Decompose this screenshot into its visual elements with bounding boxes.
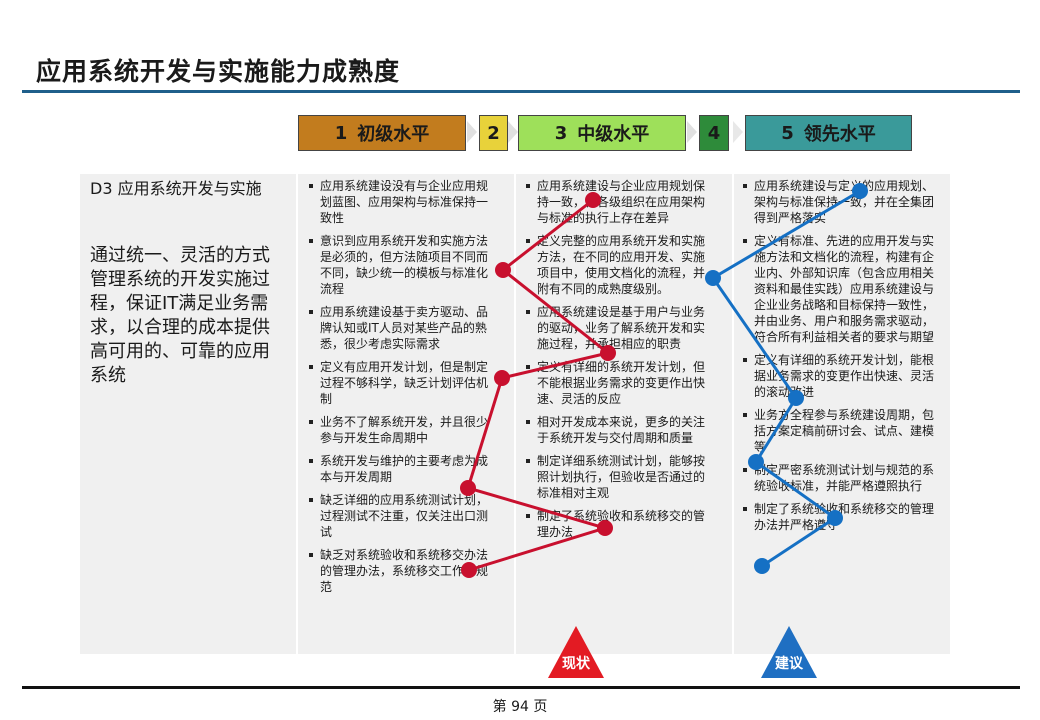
level-3-label: 中级水平 [577, 124, 650, 145]
page-title: 应用系统开发与实施能力成熟度 [36, 57, 401, 86]
current-point [494, 370, 510, 386]
recommended-point [705, 270, 721, 286]
recommended-point [788, 390, 804, 406]
recommended-profile-points [705, 183, 868, 574]
recommended-point [827, 510, 843, 526]
level-1-panel [298, 174, 514, 654]
level-arrow [687, 121, 697, 143]
current-point [585, 192, 601, 208]
footer-divider [22, 686, 1020, 689]
recommend-marker-label: 建议 [775, 656, 803, 672]
list-item: 制定详细系统测试计划，能够按照计划执行，但验收是否通过的标准相对主观 [525, 453, 715, 501]
current-profile-line [466, 198, 612, 572]
level-4-number: 4 [707, 122, 721, 144]
level-5-number: 5 [781, 122, 794, 144]
list-item: 缺乏对系统验收和系统移交办法的管理办法，系统移交工作不规范 [308, 547, 496, 595]
recommended-point [748, 454, 764, 470]
recommended-point [754, 558, 770, 574]
recommended-point [852, 183, 868, 199]
level-arrow [467, 121, 477, 143]
current-marker-triangle [548, 626, 604, 678]
level-1-number: 1 [334, 122, 348, 144]
list-item: 业务方全程参与系统建设周期，包括方案定稿前研讨会、试点、建模等 [742, 407, 934, 455]
current-point [600, 345, 616, 361]
current-point [460, 480, 476, 496]
list-item: 定义有应用开发计划，但是制定过程不够科学，缺乏计划评估机制 [308, 359, 496, 407]
level-arrow [508, 121, 518, 143]
level-5-label: 领先水平 [803, 124, 876, 145]
list-item: 定义完整的应用系统开发和实施方法，在不同的应用开发、实施项目中，使用文档化的流程… [525, 233, 715, 297]
capability-heading: D3 应用系统开发与实施 [90, 179, 262, 198]
level-5-box: 5 领先水平 [745, 115, 912, 151]
level-3-number: 3 [554, 122, 568, 144]
level-1-list: 应用系统建设没有与企业应用规划蓝图、应用架构与标准保持一致性 意识到应用系统开发… [308, 178, 496, 602]
level-arrow [733, 121, 743, 143]
list-item: 业务不了解系统开发，并且很少参与开发生命周期中 [308, 414, 496, 446]
level-2-box: 2 [479, 115, 508, 151]
list-item: 缺乏详细的应用系统测试计划，过程测试不注重，仅关注出口测试 [308, 492, 496, 540]
page-number: 第 94 页 [492, 699, 548, 715]
current-profile-points [460, 192, 616, 578]
level-3-box: 3 中级水平 [518, 115, 686, 151]
level-2-number: 2 [487, 122, 500, 144]
list-item: 应用系统建设与企业应用规划保持一致，但各级组织在应用架构与标准的执行上存在差异 [525, 178, 715, 226]
level-4-box: 4 [699, 115, 729, 151]
list-item: 应用系统建设基于卖方驱动、品牌认知或IT人员对某些产品的熟悉，很少考虑实际需求 [308, 304, 496, 352]
recommended-profile-line [710, 189, 861, 568]
list-item: 应用系统建设没有与企业应用规划蓝图、应用架构与标准保持一致性 [308, 178, 496, 226]
current-marker-label: 现状 [562, 656, 590, 672]
level-5-panel [734, 174, 950, 654]
current-point [461, 562, 477, 578]
level-1-box: 1 初级水平 [298, 115, 466, 151]
list-item: 系统开发与维护的主要考虑为成本与开发周期 [308, 453, 496, 485]
level-3-panel [516, 174, 732, 654]
title-divider [22, 90, 1020, 93]
list-item: 相对开发成本来说，更多的关注于系统开发与交付周期和质量 [525, 414, 715, 446]
list-item: 定义有详细的系统开发计划，但不能根据业务需求的变更作出快速、灵活的反应 [525, 359, 715, 407]
current-point [597, 520, 613, 536]
left-panel [80, 174, 296, 654]
recommend-marker-triangle [761, 626, 817, 678]
list-item: 意识到应用系统开发和实施方法是必须的，但方法随项目不同而不同，缺少统一的模板与标… [308, 233, 496, 297]
capability-description: 通过统一、灵活的方式管理系统的开发实施过程，保证IT满足业务需求，以合理的成本提… [90, 245, 270, 386]
current-point [495, 262, 511, 278]
list-item: 定义有标准、先进的应用开发与实施方法和文档化的流程，构建有企业内、外部知识库（包… [742, 233, 934, 345]
level-1-label: 初级水平 [357, 124, 430, 145]
list-item: 定义有详细的系统开发计划，能根据业务需求的变更作出快速、灵活的滚动改进 [742, 352, 934, 400]
